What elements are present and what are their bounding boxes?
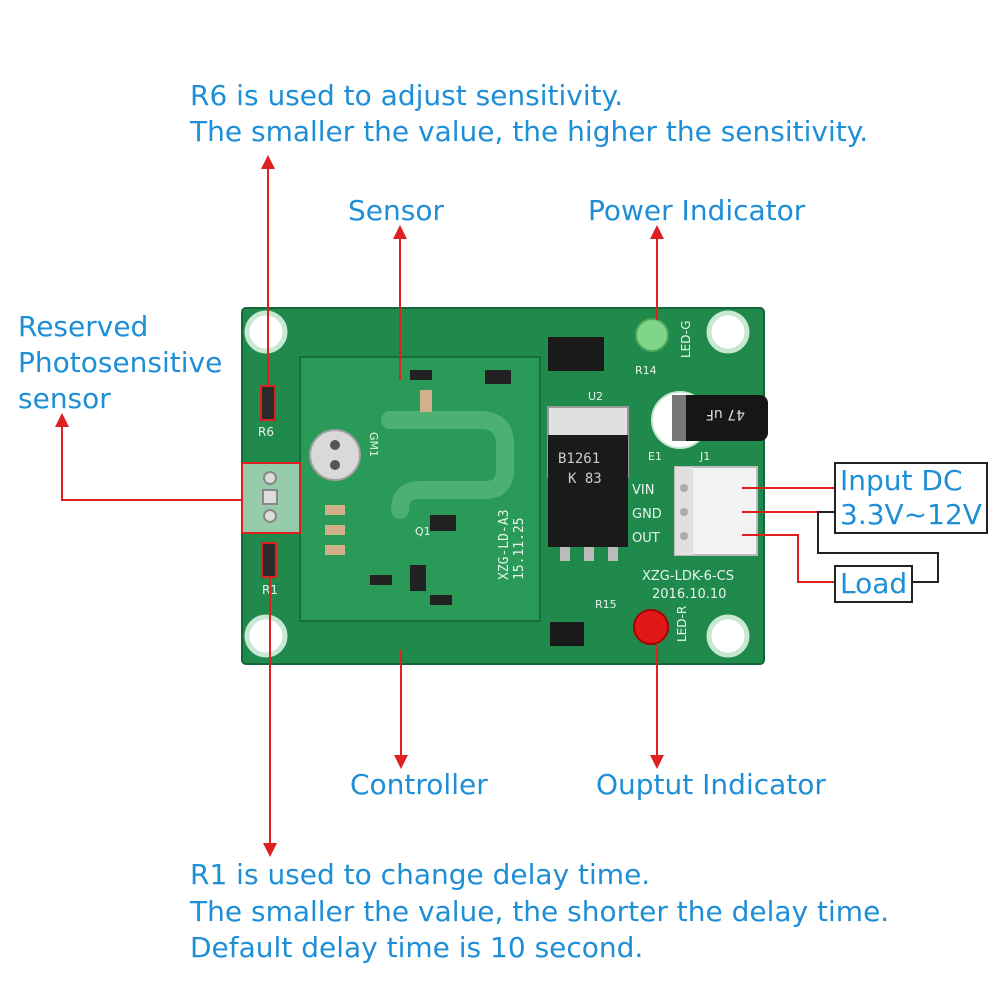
ref-led-g: LED-G <box>679 320 693 358</box>
input-dc-line1: Input DC <box>840 464 963 497</box>
output-indicator-label: Ouptut Indicator <box>596 768 826 801</box>
r1-note-line3: Default delay time is 10 second. <box>190 931 644 964</box>
red-led <box>633 609 669 645</box>
voltage-regulator: B1261 K 83 <box>547 406 629 561</box>
sensor-module-label: XZG-LD-A3 <box>497 510 512 580</box>
ref-u2: U2 <box>588 390 603 403</box>
photosensor-label-line3: sensor <box>18 382 111 415</box>
electrolytic-capacitor: 47 uF <box>651 391 768 449</box>
load-box: Load <box>834 565 914 603</box>
sensor-label: Sensor <box>348 194 444 227</box>
input-dc-line2: 3.3V~12V <box>840 498 982 531</box>
r6-note-line2: The smaller the value, the higher the se… <box>190 115 869 148</box>
ref-e1: E1 <box>648 450 662 463</box>
small-regulator <box>548 337 604 371</box>
mounting-holes <box>244 310 750 658</box>
ref-gm1: GM1 <box>367 432 380 457</box>
r6-note-line1: R6 is used to adjust sensitivity. <box>190 79 624 112</box>
photosensor-label-line1: Reserved <box>18 310 149 343</box>
ic-marking: B1261 <box>558 451 600 467</box>
main-board-date: 2016.10.10 <box>652 587 726 602</box>
ref-r14: R14 <box>635 364 657 377</box>
ref-led-r: LED-R <box>675 606 689 642</box>
ref-j1: J1 <box>699 450 710 463</box>
transistor-q <box>550 622 584 646</box>
r1-note-line2: The smaller the value, the shorter the d… <box>190 895 890 928</box>
sensor-module: XZG-LD-A3 15.11.25 GM1 Q1 <box>299 356 541 622</box>
photosensor-label-line2: Photosensitive <box>18 346 223 379</box>
sensor-module-date: 15.11.25 <box>512 517 527 580</box>
leader-lines <box>55 155 834 857</box>
ref-q1: Q1 <box>415 525 431 538</box>
r6-resistor <box>260 385 276 421</box>
wire-out <box>742 534 834 583</box>
photosensor-footprint <box>241 462 301 534</box>
pin-gnd-label: GND <box>632 507 662 522</box>
ic-marking-2: K 83 <box>568 471 602 487</box>
controller-label: Controller <box>350 768 488 801</box>
main-board-label: XZG-LDK-6-CS <box>642 569 734 584</box>
power-indicator-label: Power Indicator <box>588 194 806 227</box>
r1-note-line1: R1 is used to change delay time. <box>190 858 651 891</box>
input-dc-box: Input DC 3.3V~12V <box>834 462 988 534</box>
arrow-photosensor <box>55 413 242 501</box>
pin-out-label: OUT <box>632 531 660 546</box>
ref-r15: R15 <box>595 598 617 611</box>
gnd-load-wire <box>817 511 939 583</box>
green-led <box>635 318 669 352</box>
pin-vin-label: VIN <box>632 483 654 498</box>
r1-resistor <box>261 542 277 578</box>
ref-r6: R6 <box>258 425 274 439</box>
cap-marking: 47 uF <box>706 406 745 422</box>
